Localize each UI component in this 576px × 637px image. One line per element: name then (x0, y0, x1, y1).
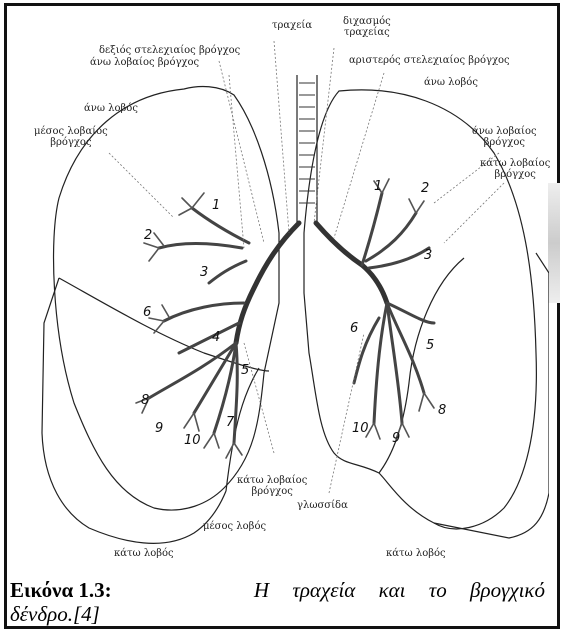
left-lower-lobe-outline (434, 253, 549, 538)
label-lingula: γλωσσίδα (297, 500, 348, 511)
label-right-lower-bronchus-line1: κάτω λοβαίος (237, 475, 307, 486)
label-left-upper-bronchus-line2: βρόγχος (472, 137, 537, 148)
label-left-lower-bronchus: κάτω λοβαίος βρόγχος (480, 158, 550, 180)
label-right-lower-lobe: κάτω λοβός (114, 548, 174, 559)
segment-number: 9 (155, 421, 163, 436)
label-right-upper-lobe: άνω λοβός (84, 103, 138, 114)
segment-number: 9 (392, 431, 400, 446)
label-left-lower-bronchus-line1: κάτω λοβαίος (480, 158, 550, 169)
label-right-lower-bronchus-line2: βρόγχος (237, 486, 307, 497)
label-middle-bronchus: μέσος λοβαίος βρόγχος (34, 126, 108, 148)
label-right-main-bronchus: δεξιός στελεχιαίος βρόγχος (99, 45, 240, 56)
label-left-upper-bronchus: άνω λοβαίος βρόγχος (472, 126, 537, 148)
label-bifurcation-line2: τραχείας (343, 27, 391, 38)
label-middle-lobe: μέσος λοβός (203, 521, 266, 532)
label-right-upper-bronchus: άνω λοβαίος βρόγχος (90, 57, 199, 68)
label-left-upper-lobe: άνω λοβός (424, 77, 478, 88)
caption-text-part2: δένδρο.[4] (10, 602, 545, 626)
label-left-lower-lobe: κάτω λοβός (386, 548, 446, 559)
segment-number: 8 (438, 403, 446, 418)
left-main-bronchus (316, 223, 387, 303)
segment-number: 5 (241, 363, 249, 378)
caption-first-line: Εικόνα 1.3: Η τραχεία και το βρογχικό (10, 578, 545, 602)
segment-number: 7 (226, 415, 234, 430)
label-left-main-bronchus: αριστερός στελεχιαίος βρόγχος (349, 55, 510, 66)
caption-text-part1: Η τραχεία και το βρογχικό (254, 578, 545, 602)
label-middle-bronchus-line1: μέσος λοβαίος (34, 126, 108, 137)
segment-number: 2 (144, 228, 152, 243)
segment-number: 10 (184, 433, 201, 448)
segment-number: 10 (352, 421, 369, 436)
lung-figure: τραχεία διχασμός τραχείας δεξιός στελεχι… (4, 3, 549, 565)
right-lower-lobe-outline (42, 278, 226, 543)
label-trachea: τραχεία (272, 20, 312, 31)
label-bifurcation-line1: διχασμός (343, 16, 391, 27)
left-lung-outline (304, 90, 536, 529)
segment-number: 4 (212, 330, 220, 345)
label-middle-bronchus-line2: βρόγχος (34, 137, 108, 148)
segment-number: 3 (200, 265, 208, 280)
segment-number: 5 (426, 338, 434, 353)
figure-caption: Εικόνα 1.3: Η τραχεία και το βρογχικό δέ… (10, 578, 545, 626)
page-edge-shadow (548, 183, 560, 303)
label-bifurcation: διχασμός τραχείας (343, 16, 391, 38)
right-lung-outline (54, 87, 279, 511)
label-left-upper-bronchus-line1: άνω λοβαίος (472, 126, 537, 137)
caption-label: Εικόνα 1.3: (10, 578, 112, 602)
segment-number: 6 (350, 321, 358, 336)
segment-number: 3 (424, 248, 432, 263)
segment-number: 1 (212, 198, 220, 213)
segment-number: 1 (374, 179, 382, 194)
label-left-lower-bronchus-line2: βρόγχος (480, 169, 550, 180)
segment-number: 8 (141, 393, 149, 408)
segment-number: 6 (143, 305, 151, 320)
segment-number: 2 (421, 181, 429, 196)
label-right-lower-bronchus: κάτω λοβαίος βρόγχος (237, 475, 307, 497)
